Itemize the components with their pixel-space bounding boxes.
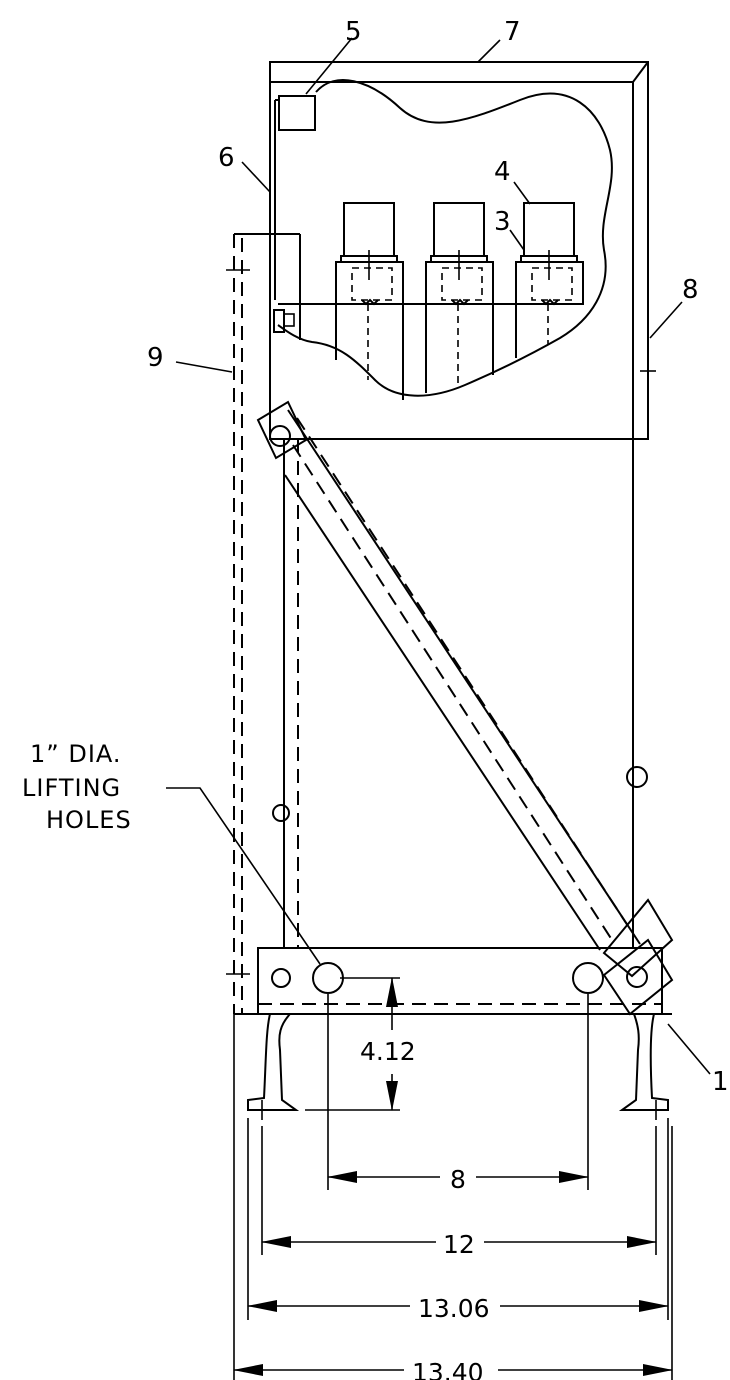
side-hole [272, 804, 290, 822]
label-3: 3 [494, 207, 511, 237]
enclosure [269, 61, 656, 440]
label-4: 4 [494, 157, 511, 187]
label-9: 9 [147, 343, 164, 373]
leader-lines [166, 37, 711, 1075]
cutaway-outline [277, 79, 613, 397]
label-5: 5 [345, 17, 362, 47]
dim-12: 12 [443, 1230, 475, 1259]
note-line-1: 1” DIA. [30, 740, 122, 768]
note-line-3: HOLES [46, 806, 132, 834]
label-8: 8 [682, 275, 699, 305]
base-channel [234, 938, 674, 1016]
component-2 [425, 202, 494, 393]
dim-13-40: 13.40 [412, 1358, 484, 1380]
label-7: 7 [504, 17, 521, 47]
right-foot [618, 1013, 669, 1120]
lifting-hole-right [572, 962, 604, 994]
dimension-lines [233, 977, 673, 1380]
dim-13-06: 13.06 [418, 1294, 490, 1323]
lifting-hole-left [312, 962, 344, 994]
stand-body [272, 439, 634, 948]
left-foot [247, 1013, 300, 1120]
label-1: 1 [712, 1067, 729, 1097]
note-line-2: LIFTING [22, 774, 121, 802]
label-6: 6 [218, 143, 235, 173]
component-3 [515, 202, 584, 358]
item-9-panel [226, 233, 301, 1014]
dim-8: 8 [450, 1165, 466, 1194]
diagonal-brace [256, 400, 674, 978]
dim-4-12: 4.12 [360, 1037, 416, 1066]
component-5 [278, 95, 316, 131]
component-1 [335, 202, 404, 400]
